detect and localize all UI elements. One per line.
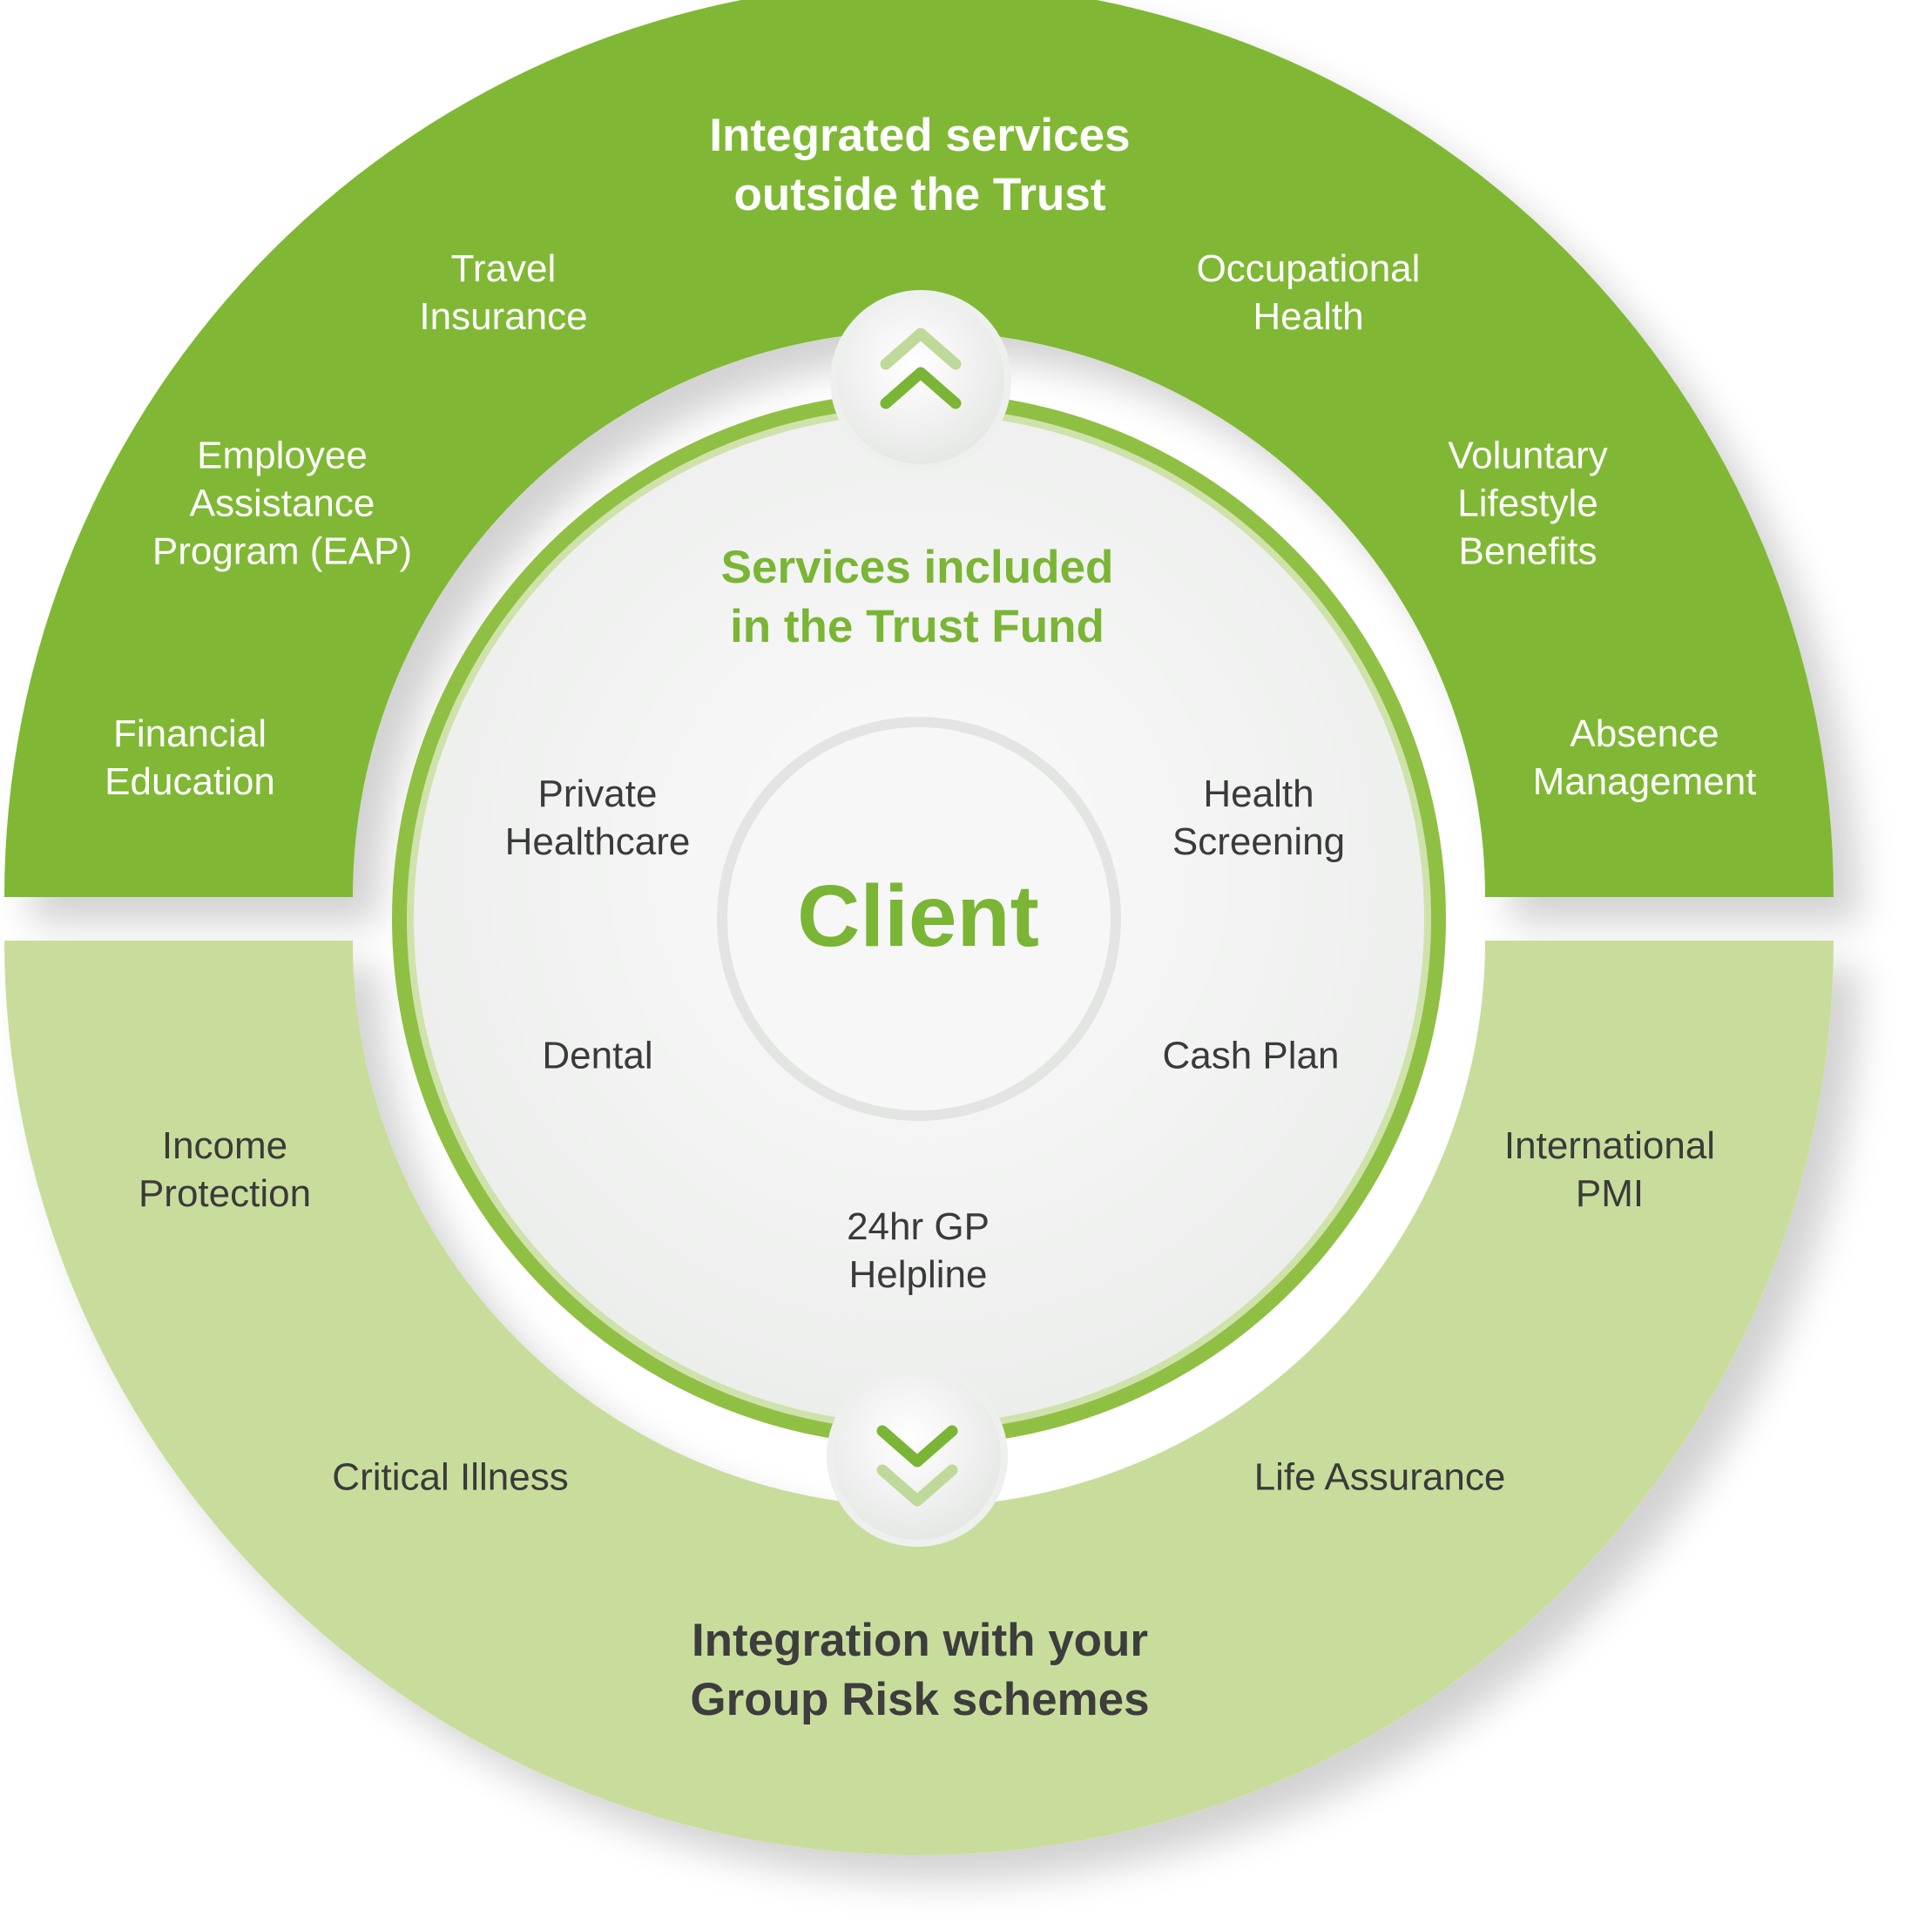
item-international-pmi: International PMI [1503,1124,1716,1215]
item-occupational-health: Occupational Health [1196,247,1421,338]
outer-ring-bottom [4,941,1834,1855]
item-eap: Employee Assistance Program (EAP) [152,434,413,573]
item-dental: Dental [542,1034,653,1077]
top-knob [837,297,1004,464]
item-cash-plan: Cash Plan [1162,1034,1340,1077]
item-absence-management: Absence Management [1532,712,1757,803]
item-health-screening: Health Screening [1172,773,1346,863]
item-income-protection: Income Protection [138,1124,312,1215]
double-chevron-down-icon [876,1425,958,1507]
item-private-healthcare: Private Healthcare [504,773,691,863]
outer-top-title: Integrated services outside the Trust [709,110,1131,220]
item-life-assurance: Life Assurance [1253,1455,1506,1499]
outer-bottom-title: Integration with your Group Risk schemes [690,1615,1150,1725]
item-financial-education: Financial Education [105,712,275,803]
double-chevron-up-icon [880,327,962,409]
client-label: Client [797,867,1039,965]
inner-title: Services included in the Trust Fund [720,542,1114,652]
item-voluntary-lifestyle-benefits: Voluntary Lifestyle Benefits [1448,434,1608,573]
item-24hr-gp-helpline: 24hr GP Helpline [847,1205,990,1296]
item-critical-illness: Critical Illness [332,1455,569,1499]
item-travel-insurance: Travel Insurance [419,247,588,338]
client-circle [727,727,1111,1110]
outer-ring-top [4,0,1834,897]
